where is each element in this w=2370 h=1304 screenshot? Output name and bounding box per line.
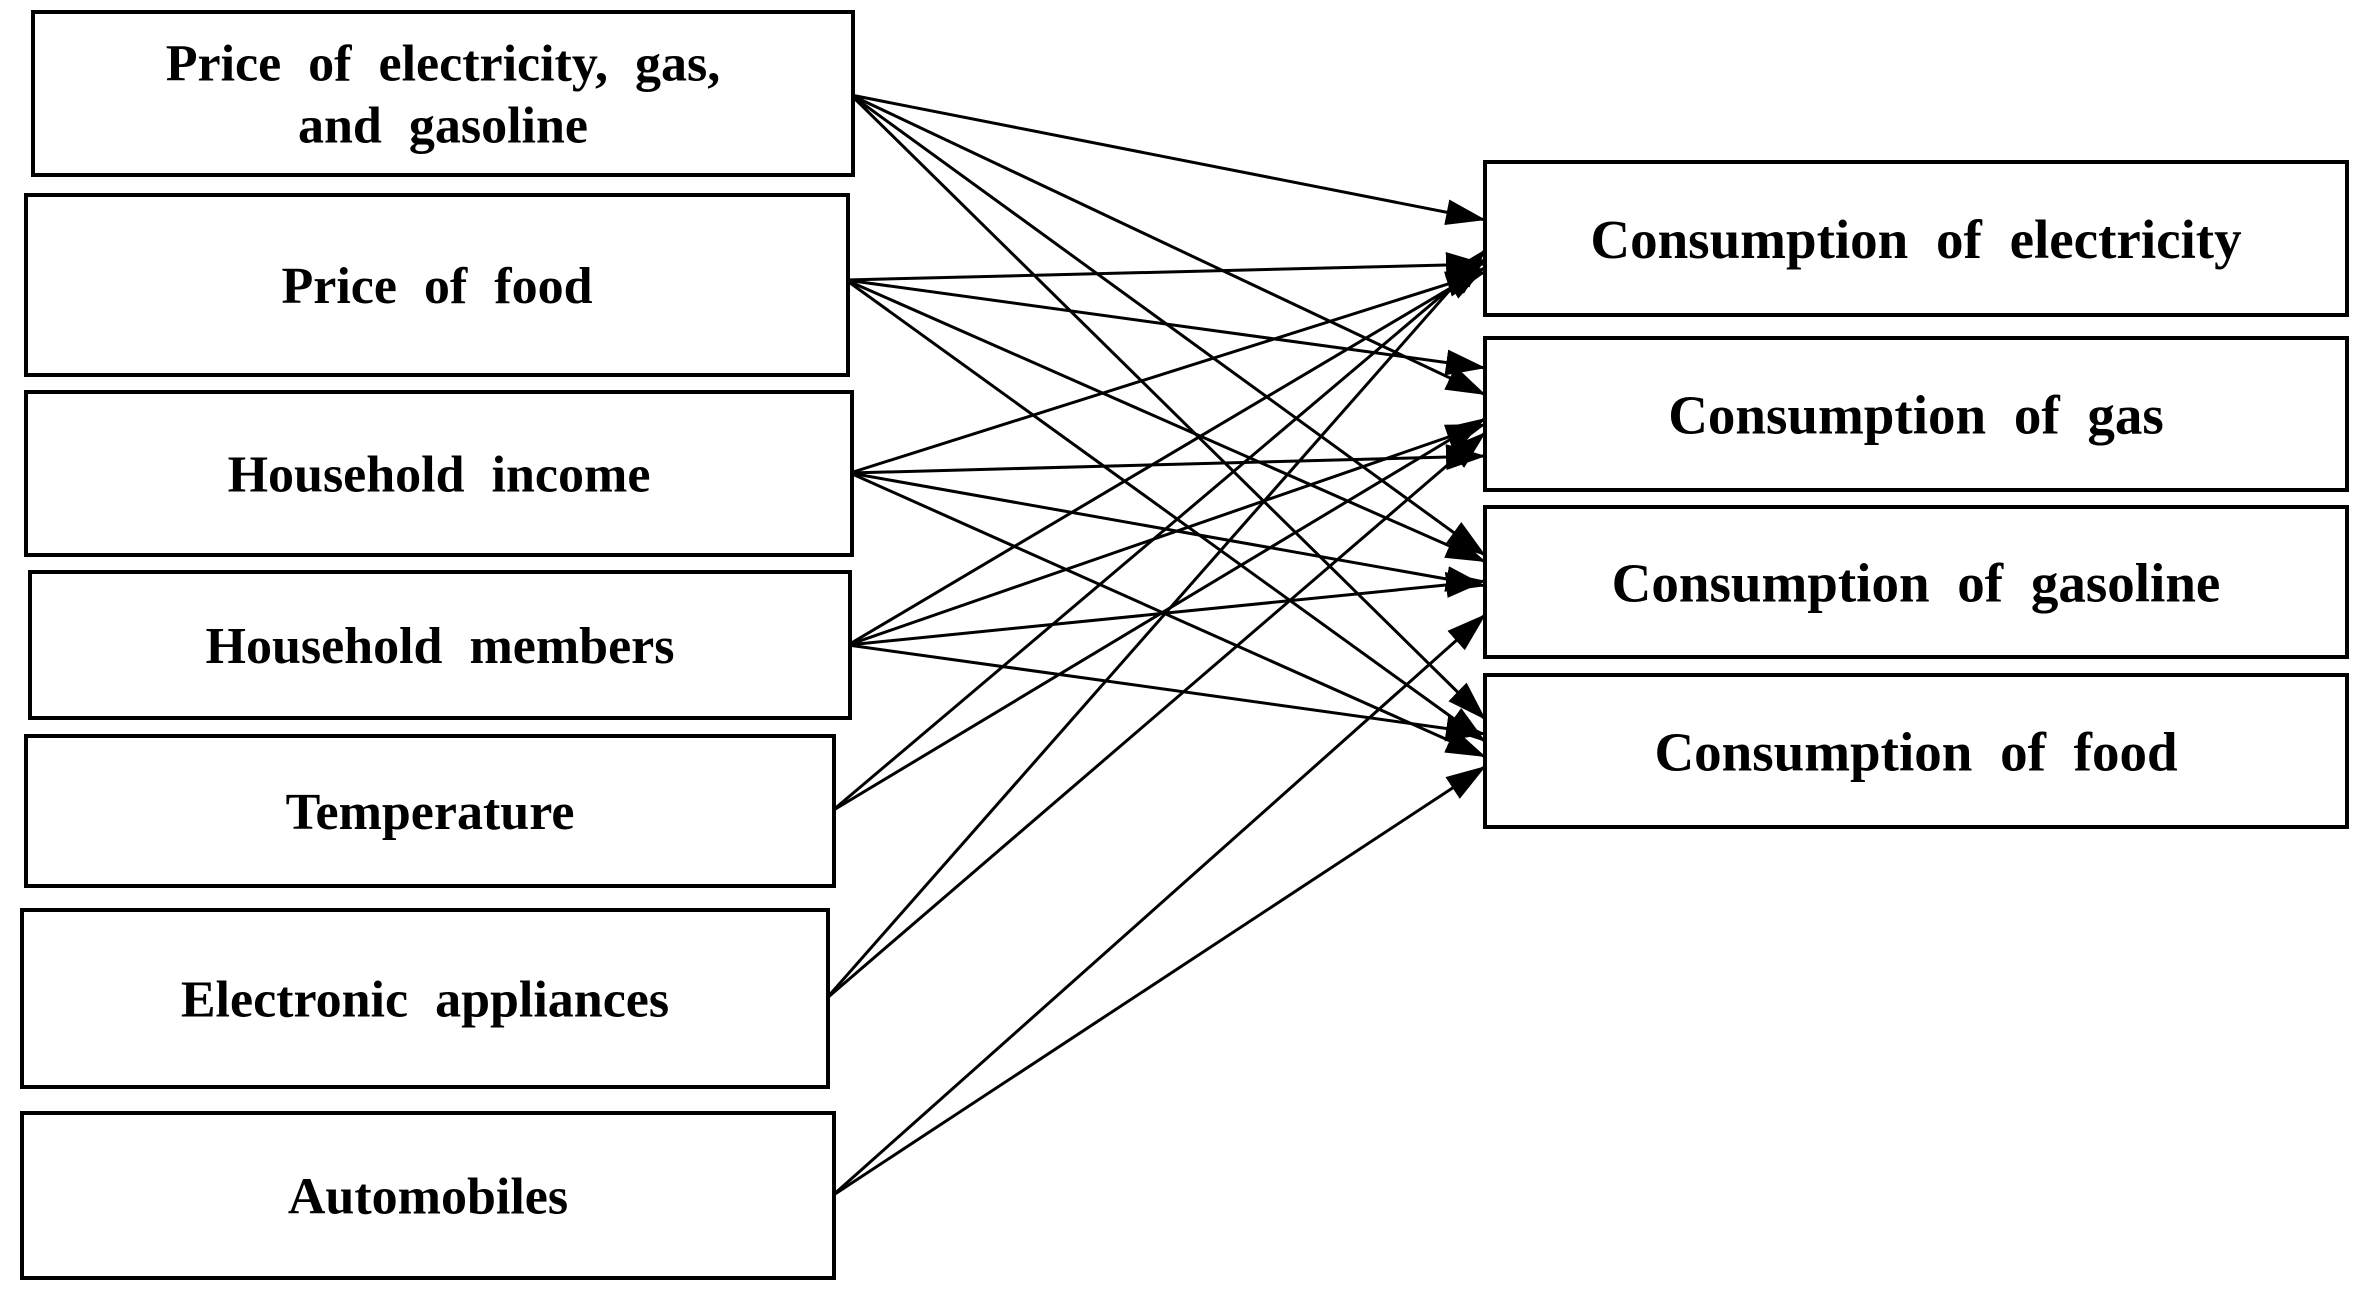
edge-household-income-to-cons-gas	[849, 444, 1487, 475]
edge-price-food-to-cons-food	[845, 278, 1487, 744]
factor-label-price-energy: and gasoline	[298, 98, 588, 155]
edge-temperature-to-cons-electricity	[831, 256, 1487, 813]
outcome-box-cons-food	[1483, 673, 2349, 829]
factor-label-price-food: Price of food	[281, 258, 592, 315]
edge-household-members-to-cons-electricity	[847, 265, 1487, 647]
edge-automobiles-to-cons-gasoline	[831, 612, 1487, 1198]
factor-box-automobiles	[20, 1111, 836, 1280]
boxes-group: Price of electricity, gas,and gasolinePr…	[20, 10, 2349, 1280]
outcome-box-cons-electricity	[1483, 160, 2349, 317]
factor-box-household-income	[24, 390, 854, 557]
factor-label-automobiles: Automobiles	[288, 1169, 568, 1226]
edge-electronic-appliances-to-cons-electricity	[824, 248, 1488, 1000]
edge-price-energy-to-cons-food	[849, 93, 1488, 722]
edge-price-food-to-cons-gasoline	[845, 278, 1487, 564]
factor-box-electronic-appliances	[20, 908, 830, 1089]
outcome-box-cons-gas	[1483, 336, 2349, 492]
factor-label-price-energy: Price of electricity, gas,	[166, 36, 721, 93]
outcome-label-cons-food: Consumption of food	[1654, 721, 2177, 782]
outcome-label-cons-gasoline: Consumption of gasoline	[1612, 552, 2221, 613]
factor-label-household-income: Household income	[228, 447, 651, 504]
edge-household-members-to-cons-food	[847, 643, 1487, 742]
factor-box-price-food	[24, 193, 850, 377]
factor-box-temperature	[24, 734, 836, 888]
edge-household-income-to-cons-electricity	[849, 270, 1487, 475]
edge-price-food-to-cons-electricity	[845, 252, 1487, 282]
edge-temperature-to-cons-gas	[831, 416, 1487, 813]
factor-label-electronic-appliances: Electronic appliances	[181, 972, 669, 1029]
arrows-group	[824, 93, 1488, 1198]
edge-price-energy-to-cons-gas	[850, 93, 1487, 397]
edge-household-members-to-cons-gas	[847, 422, 1487, 647]
outcome-label-cons-electricity: Consumption of electricity	[1590, 209, 2241, 270]
outcome-box-cons-gasoline	[1483, 505, 2349, 659]
factor-label-household-members: Household members	[206, 618, 675, 675]
edge-price-food-to-cons-gas	[845, 278, 1487, 376]
factor-label-temperature: Temperature	[286, 784, 575, 841]
factor-box-price-energy	[31, 10, 855, 177]
edge-household-income-to-cons-gasoline	[849, 471, 1487, 592]
edge-electronic-appliances-to-cons-gas	[825, 430, 1487, 1001]
edge-automobiles-to-cons-food	[831, 764, 1487, 1198]
factor-box-household-members	[28, 570, 852, 720]
outcome-label-cons-gas: Consumption of gas	[1668, 384, 2164, 445]
edge-price-energy-to-cons-electricity	[850, 93, 1487, 226]
